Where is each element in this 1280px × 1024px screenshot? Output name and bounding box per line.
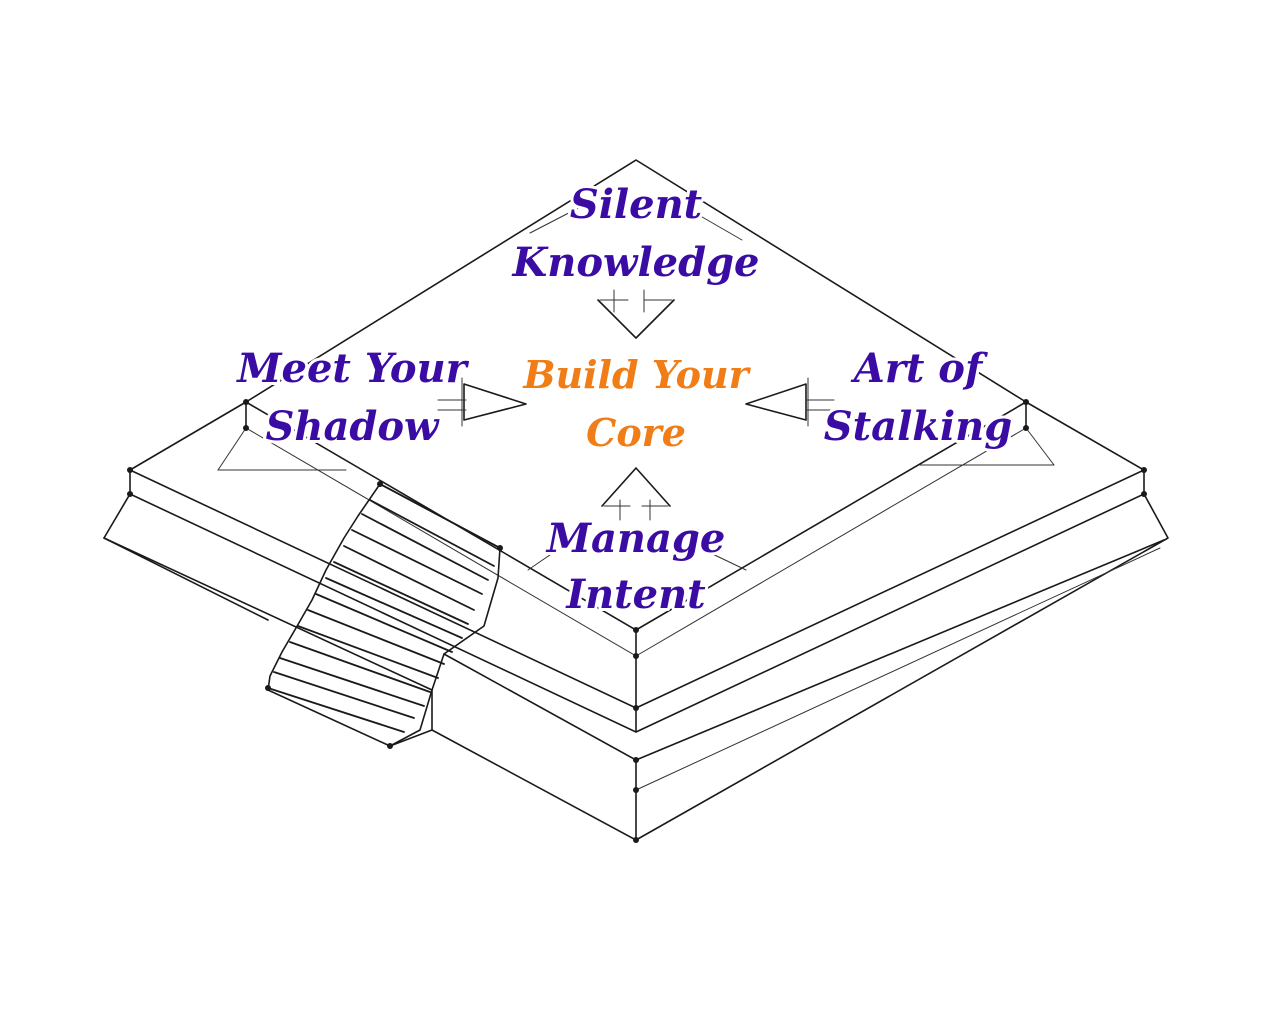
arrow-bottom — [601, 467, 671, 521]
label-art-of-stalking: Art of Stalking — [821, 342, 1015, 453]
label-right-line2: Stalking — [824, 403, 1012, 450]
label-center-line2: Core — [586, 410, 686, 455]
arrow-right — [745, 377, 835, 427]
label-left-line2: Shadow — [266, 403, 441, 450]
staircase — [267, 483, 501, 747]
arrow-top — [597, 289, 675, 339]
label-center-line1: Build Your — [522, 352, 751, 397]
label-bottom-line2: Intent — [565, 571, 706, 618]
arrow-left — [437, 377, 527, 427]
label-top-line2: Knowledge — [512, 239, 760, 286]
label-bottom-line1: Manage — [545, 515, 726, 562]
tier-two — [103, 493, 1169, 841]
label-right-line1: Art of — [850, 345, 988, 392]
label-meet-your-shadow: Meet Your Shadow — [232, 342, 472, 453]
label-top-line1: Silent — [570, 181, 703, 228]
label-silent-knowledge: Silent Knowledge — [509, 178, 763, 289]
label-build-your-core: Build Your Core — [519, 349, 754, 458]
label-manage-intent: Manage Intent — [542, 512, 729, 621]
label-left-line1: Meet Your — [235, 345, 469, 392]
sketch-nodes — [127, 399, 1147, 843]
